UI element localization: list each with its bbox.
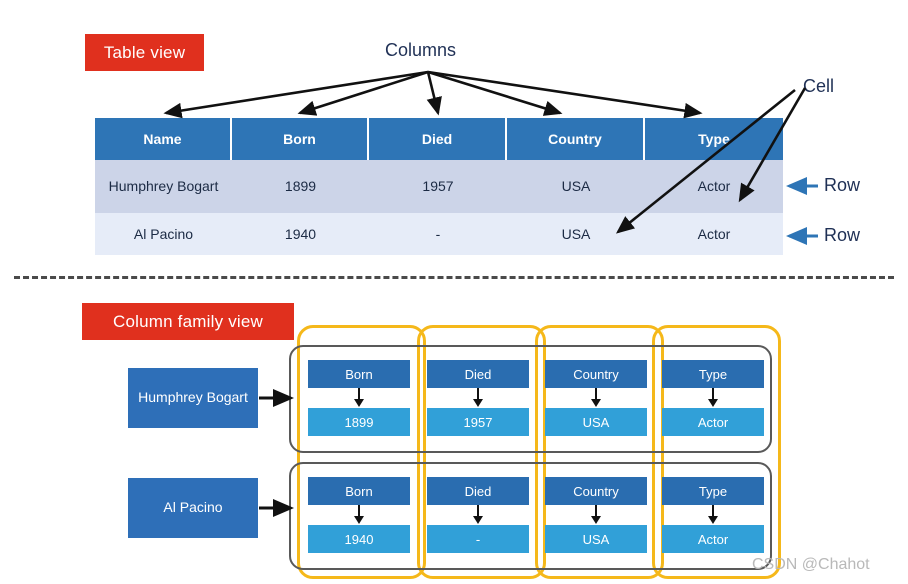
table-row: Al Pacino 1940 - USA Actor [95, 213, 783, 255]
row-label-first: Row [824, 175, 861, 195]
table-header-died: Died [369, 118, 507, 160]
cf-cell-type: Type Actor [662, 360, 764, 436]
table-cell-name: Al Pacino [133, 225, 194, 242]
table-cell-name: Humphrey Bogart [108, 178, 219, 195]
cf-key-label: Died [427, 477, 529, 505]
table-cell-country: USA [561, 225, 591, 242]
data-table: Name Born Died Country Type Humphrey Bog… [95, 118, 783, 255]
table-cell-born: 1899 [284, 178, 317, 195]
cf-key-label: Type [662, 360, 764, 388]
cf-value-label: USA [545, 408, 647, 436]
column-family-view-banner: Column family view [82, 303, 294, 340]
cf-value-label: 1957 [427, 408, 529, 436]
row-key-connector-arrows [259, 389, 294, 517]
cf-cell-born: Born 1899 [308, 360, 410, 436]
cf-value-label: 1899 [308, 408, 410, 436]
cf-cell-country: Country USA [545, 477, 647, 553]
table-cell-country: USA [561, 178, 591, 195]
table-cell-died: - [435, 225, 441, 242]
table-header-born: Born [232, 118, 369, 160]
cf-key-label: Country [545, 477, 647, 505]
cf-cell-born: Born 1940 [308, 477, 410, 553]
row-key-box: Al Pacino [128, 478, 258, 538]
table-header-country: Country [507, 118, 645, 160]
cf-value-label: - [427, 525, 529, 553]
cf-key-label: Died [427, 360, 529, 388]
cf-key-label: Born [308, 360, 410, 388]
table-header-row: Name Born Died Country Type [95, 118, 783, 160]
table-view-banner: Table view [85, 34, 204, 71]
watermark: CSDN @Chahot [752, 556, 870, 573]
table-cell-died: 1957 [422, 178, 454, 195]
row-label-second: Row [824, 225, 861, 245]
table-cell-type: Actor [697, 225, 731, 242]
columns-label: Columns [385, 40, 457, 60]
table-cell-type: Actor [697, 178, 731, 195]
table-cell-born: 1940 [284, 225, 317, 242]
table-row: Humphrey Bogart 1899 1957 USA Actor [95, 160, 783, 213]
table-header-name: Name [95, 118, 232, 160]
cf-cell-country: Country USA [545, 360, 647, 436]
cf-value-label: Actor [662, 525, 764, 553]
cf-value-label: 1940 [308, 525, 410, 553]
cell-label: Cell [803, 76, 835, 96]
cf-value-label: USA [545, 525, 647, 553]
table-header-type: Type [698, 130, 730, 147]
cf-value-label: Actor [662, 408, 764, 436]
section-divider [14, 276, 894, 279]
cf-cell-type: Type Actor [662, 477, 764, 553]
row-pointer-arrows [786, 177, 818, 245]
cf-key-label: Type [662, 477, 764, 505]
cf-cell-died: Died 1957 [427, 360, 529, 436]
columns-pointer-arrows [163, 70, 703, 119]
row-key-box: Humphrey Bogart [128, 368, 258, 428]
cf-key-label: Country [545, 360, 647, 388]
cf-cell-died: Died - [427, 477, 529, 553]
cf-key-label: Born [308, 477, 410, 505]
